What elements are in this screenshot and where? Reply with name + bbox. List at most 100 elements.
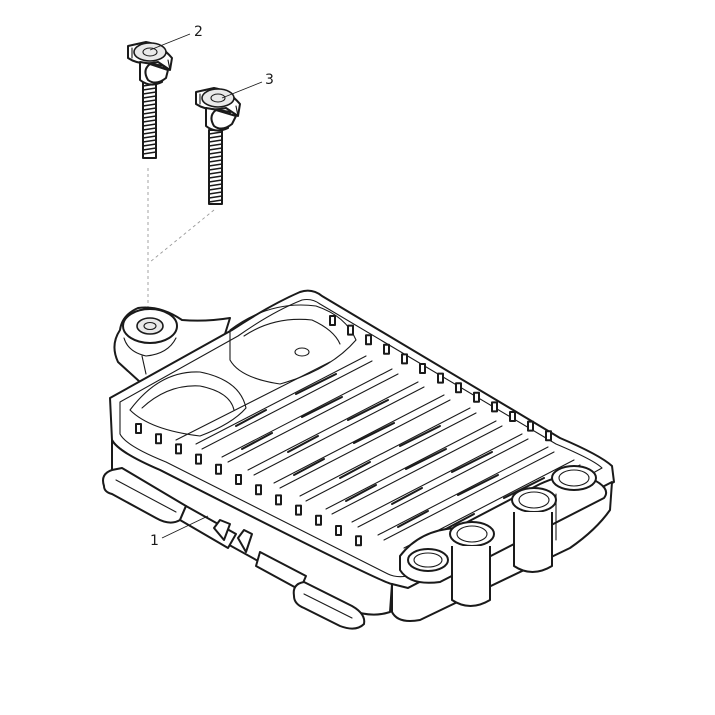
floor-slot [443, 513, 475, 531]
tray-inner-rim [119, 298, 603, 578]
floor-slot [391, 487, 423, 505]
floor-rib [351, 433, 523, 523]
floor-slot [405, 448, 447, 470]
thread-line [142, 111, 157, 115]
thread-line [208, 135, 223, 139]
floor-slot [457, 474, 499, 496]
floor-rib [357, 438, 529, 528]
thread-line [142, 119, 157, 123]
assembly-guide-lines [147, 168, 215, 312]
floor-slot [451, 451, 493, 473]
thread-line [142, 91, 157, 95]
front-right-handle [292, 581, 366, 630]
rim-notch [455, 382, 462, 394]
callout-label-3: 3 [265, 72, 274, 88]
thread-line [142, 87, 157, 91]
thumb-screw-part-3 [195, 87, 241, 205]
floor-slot [293, 458, 325, 476]
floor-slot [399, 425, 441, 447]
thread-line [142, 147, 157, 151]
floor-rib [195, 355, 367, 445]
floor-rib [227, 373, 399, 463]
rim-notch [255, 484, 262, 496]
thread-line [142, 139, 157, 143]
callout-1: 1 [150, 515, 209, 549]
thread-line [208, 171, 223, 175]
callout-2: 2 [149, 24, 203, 51]
floor-rib [305, 412, 477, 502]
mounting-boss [113, 306, 231, 383]
floor-rib [279, 399, 451, 489]
floor-rib [273, 394, 445, 484]
callout-3: 3 [221, 72, 274, 99]
rim-notch [347, 324, 354, 336]
thread-line [208, 183, 223, 187]
thumb-screw-part-2 [127, 41, 173, 159]
rim-notch [215, 463, 222, 475]
rim-notch [545, 430, 552, 442]
thread-line [142, 151, 157, 155]
rim-notch [491, 401, 498, 413]
thread-line [142, 99, 157, 103]
floor-slot [301, 396, 343, 418]
thread-line [208, 179, 223, 183]
cup-holders [399, 465, 608, 607]
floor-rib [201, 360, 373, 450]
rim-notch [155, 433, 162, 445]
rim-notch [383, 343, 390, 355]
thread-line [208, 147, 223, 151]
tray-part-1 [102, 289, 615, 630]
floor-slot [287, 435, 319, 453]
thread-line [208, 187, 223, 191]
floor-rib [253, 386, 425, 476]
floor-slot [397, 510, 429, 528]
screw-thread [208, 129, 223, 205]
rim-notch [437, 372, 444, 384]
thread-line [208, 151, 223, 155]
thread-line [142, 135, 157, 139]
floor-slot [295, 373, 337, 395]
floor-rib [383, 451, 555, 541]
rim-notch [195, 453, 202, 465]
thumb-head [127, 41, 173, 86]
rim-notch [527, 420, 534, 432]
floor-rib [325, 420, 497, 510]
thread-line [208, 163, 223, 167]
floor-slot [503, 477, 545, 499]
rim-notch [335, 525, 342, 536]
rim-notch [315, 514, 322, 526]
rim-notch [175, 443, 182, 455]
callout-label-2: 2 [194, 24, 203, 40]
thread-line [208, 159, 223, 163]
rim-notch [295, 504, 302, 516]
left-compartments [129, 304, 357, 441]
thread-line [142, 127, 157, 131]
screw-thread [142, 81, 157, 159]
thread-line [142, 143, 157, 147]
thread-line [208, 175, 223, 179]
callout-label-1: 1 [150, 533, 159, 549]
rim-notch [401, 353, 408, 365]
thread-line [208, 155, 223, 159]
rim-notch [355, 535, 362, 547]
rim-notch [135, 423, 142, 434]
thread-line [208, 167, 223, 171]
floor-slot [241, 432, 273, 450]
thread-line [208, 131, 223, 135]
thread-line [142, 107, 157, 111]
thread-line [142, 131, 157, 135]
floor-slot [347, 399, 389, 421]
rim-notch [275, 494, 282, 506]
floor-slot [345, 484, 377, 502]
floor-slot [353, 422, 395, 444]
thread-line [208, 139, 223, 143]
floor-rib [377, 446, 549, 536]
thread-line [142, 103, 157, 107]
thread-line [208, 195, 223, 199]
floor-rib [247, 381, 419, 471]
thread-line [208, 143, 223, 147]
floor-slot [235, 409, 267, 427]
thread-line [208, 191, 223, 195]
rim-notch [419, 363, 426, 374]
rim-notch [473, 391, 480, 403]
